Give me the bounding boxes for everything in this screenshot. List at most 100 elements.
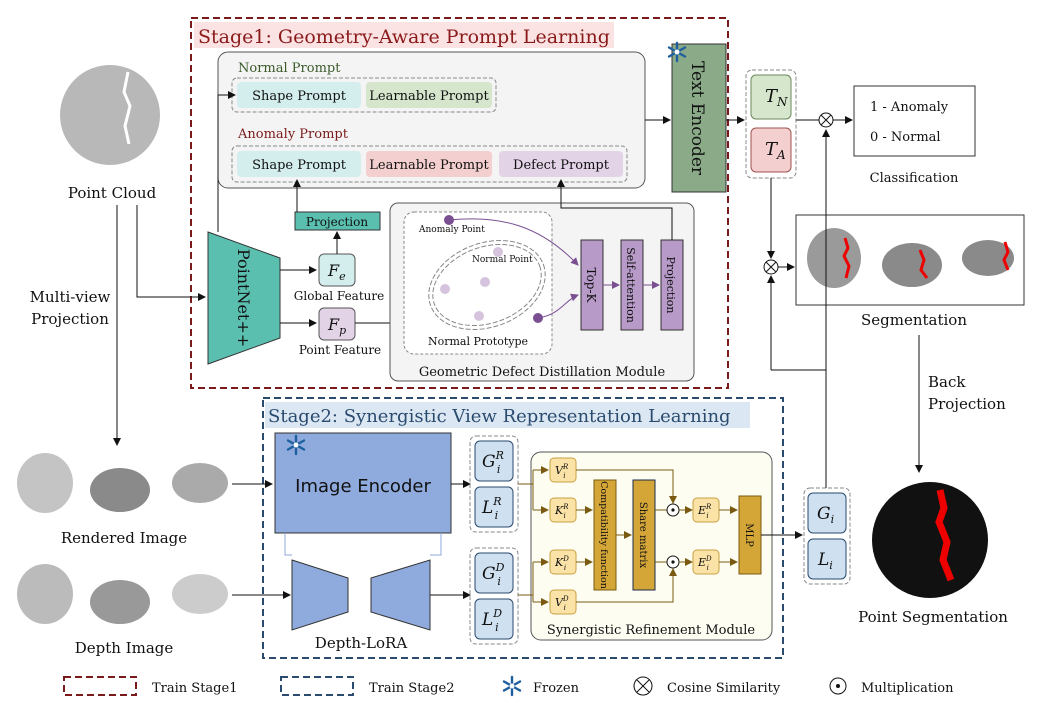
pointnet-label: PointNet++ — [234, 249, 253, 347]
tn-label: TN — [765, 86, 788, 109]
normal-learnable-prompt-label: Learnable Prompt — [369, 89, 489, 104]
depth-lora-label: Depth-LoRA — [315, 634, 408, 652]
classification-anomaly: 1 - Anomaly — [870, 100, 949, 115]
text-encoder — [671, 43, 727, 193]
multiview-label-1: Multi-view — [30, 288, 111, 306]
cosine-similarity-icon — [818, 112, 834, 128]
segmentation-image — [807, 228, 1014, 288]
gi-label: Gi — [817, 504, 834, 526]
topk-label: Top-K — [584, 268, 598, 304]
normal-learnable-prompt — [366, 82, 492, 108]
anomaly-prompt-group — [231, 145, 628, 183]
multiplication-icon — [666, 555, 680, 569]
depth-image-label: Depth Image — [75, 639, 174, 657]
classification-box — [853, 85, 976, 157]
classification-normal: 0 - Normal — [870, 130, 941, 145]
projection-box — [294, 211, 381, 231]
srm-title: Synergistic Refinement Module — [547, 623, 755, 638]
ta-label: TA — [765, 139, 786, 162]
normal-shape-prompt-label: Shape Prompt — [252, 89, 347, 104]
compatibility-function-label: Compatibility function — [598, 481, 609, 589]
legend-stage2: Train Stage2 — [369, 681, 454, 696]
stage1-title: Stage1: Geometry-Aware Prompt Learning — [198, 26, 610, 48]
mlp-label: MLP — [743, 523, 754, 547]
anomaly-learnable-prompt-label: Learnable Prompt — [369, 158, 489, 173]
point-cloud-image — [60, 65, 160, 165]
gr-box — [474, 440, 514, 482]
rendered-image-label: Rendered Image — [61, 529, 187, 547]
stage1-title-bg — [194, 22, 614, 48]
depth-image — [17, 564, 228, 624]
normal-prompt-title: Normal Prompt — [238, 61, 341, 76]
point-feature-label: Point Feature — [299, 343, 381, 357]
legend-stage2-swatch — [280, 676, 354, 696]
normal-point-label: Normal Point — [472, 255, 533, 265]
snowflake-icon — [502, 675, 522, 697]
multiview-label-2: Projection — [31, 310, 109, 328]
stage2-title-bg — [265, 402, 750, 428]
anomaly-prompt-title: Anomaly Prompt — [237, 127, 349, 142]
share-matrix-block — [632, 479, 656, 591]
cosine-similarity-icon — [763, 259, 779, 275]
legend-stage1-swatch — [63, 676, 137, 696]
legend-cosine: Cosine Similarity — [667, 681, 781, 696]
ld-box — [474, 598, 514, 640]
fused-feature-group — [803, 487, 851, 585]
normal-shape-prompt — [237, 82, 361, 108]
circled-x-icon — [633, 676, 653, 696]
circled-dot-icon — [829, 677, 847, 695]
back-projection-label-2: Projection — [928, 395, 1006, 413]
defect-prompt — [499, 151, 623, 177]
point-segmentation-label: Point Segmentation — [858, 608, 1008, 626]
share-matrix-label: Share matrix — [637, 502, 648, 569]
defect-prompt-label: Defect Prompt — [513, 158, 610, 173]
anomaly-point-label: Anomaly Point — [418, 225, 485, 235]
lr-box — [474, 486, 514, 528]
anomaly-shape-prompt — [237, 151, 361, 177]
rendered-image — [17, 453, 228, 513]
classification-label: Classification — [870, 171, 959, 186]
back-projection-label-1: Back — [928, 373, 966, 391]
stage2-box — [262, 397, 784, 659]
legend-multiplication: Multiplication — [861, 681, 954, 696]
li-label: Li — [817, 550, 833, 572]
depth-feature-group — [469, 547, 519, 645]
projection-label: Projection — [306, 215, 368, 229]
legend-stage1: Train Stage1 — [152, 681, 237, 696]
point-segmentation-image — [872, 482, 988, 598]
text-encoder-label: Text Encoder — [687, 61, 707, 176]
li-box — [807, 538, 847, 580]
gdd-projection-label: Projection — [664, 256, 677, 313]
ta-box — [750, 127, 792, 173]
fp-box — [318, 307, 356, 341]
normal-prototype-label: Normal Prototype — [428, 335, 528, 348]
stage1-box — [190, 17, 729, 389]
gd-box — [474, 552, 514, 594]
depth-lora-encoder — [291, 559, 349, 631]
point-cloud-label: Point Cloud — [68, 184, 157, 202]
self-attention-label: Self-attention — [624, 247, 637, 323]
depth-lora-decoder — [370, 559, 431, 631]
global-feature-label: Global Feature — [294, 289, 384, 303]
fp-label: Fp — [327, 315, 346, 337]
fe-label: Fe — [327, 261, 346, 283]
gdd-title: Geometric Defect Distillation Module — [419, 365, 666, 380]
legend-frozen: Frozen — [533, 681, 580, 696]
tn-box — [750, 74, 792, 120]
gi-box — [807, 492, 847, 534]
multiplication-icon — [666, 503, 680, 517]
segmentation-label: Segmentation — [861, 311, 967, 329]
pointnet-block — [207, 231, 281, 365]
stage2-title: Stage2: Synergistic View Representation … — [268, 406, 731, 427]
